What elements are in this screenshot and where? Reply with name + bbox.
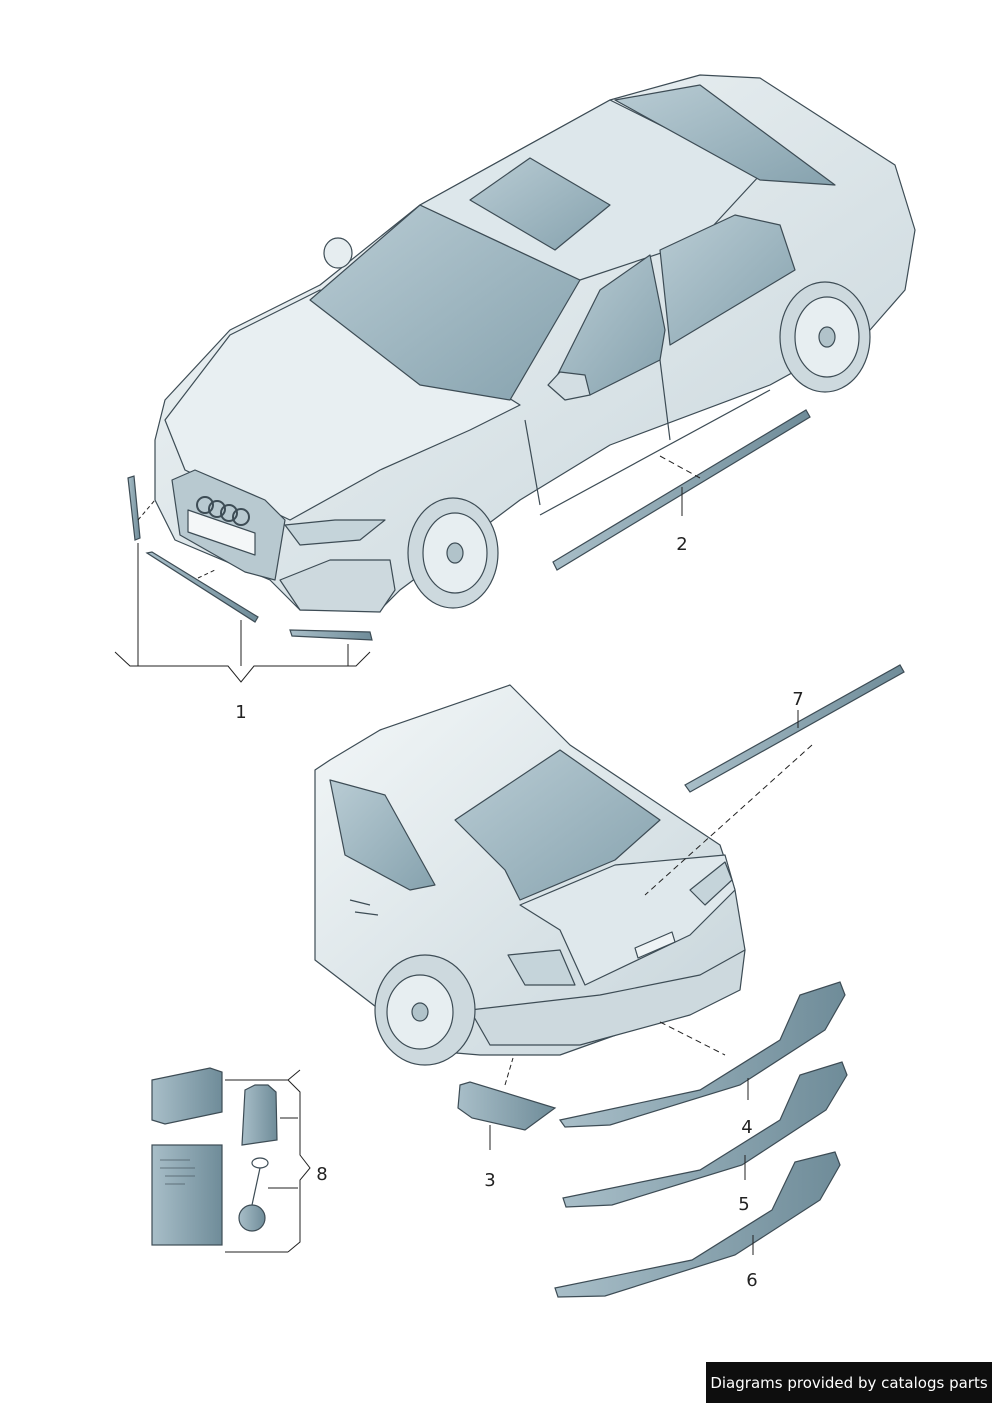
rear-car-rear-window: [454, 749, 661, 901]
callout-1: 1: [235, 702, 246, 723]
front-car-side-window-rear: [659, 214, 796, 346]
front-car-front-wheel: [407, 497, 499, 609]
part-3-deflector[interactable]: [457, 1081, 557, 1131]
part-2-leader: [659, 455, 701, 516]
rear-car-tail-light-right: [689, 861, 733, 906]
kit-tool: [238, 1157, 269, 1232]
kit-sponge: [241, 1084, 278, 1146]
part-7-rear-spoiler[interactable]: [684, 664, 905, 793]
front-car-bumper: [279, 559, 396, 613]
front-car-license-plate: [187, 509, 256, 556]
rear-car-illustration: [314, 684, 746, 1066]
front-car-roof: [419, 99, 761, 281]
part-6-diffuser[interactable]: [554, 1151, 841, 1298]
front-car-windshield: [309, 204, 581, 401]
part-1-left-strip: [127, 475, 141, 541]
callout-5: 5: [738, 1194, 749, 1215]
part-1-front-trim-set[interactable]: [127, 475, 373, 641]
part-8-accessory-kit[interactable]: [151, 1067, 278, 1246]
part-8-bracket: [225, 1069, 311, 1253]
callout-8: 8: [316, 1164, 327, 1185]
credit-banner: Diagrams provided by catalogs parts: [706, 1362, 992, 1403]
front-car-rear-wheel: [779, 281, 871, 393]
rear-car-tail-light-left: [507, 949, 576, 986]
audi-rings-logo: [196, 496, 250, 526]
front-car-illustration: [154, 74, 916, 613]
part-7-leader: [644, 710, 813, 896]
rear-car-trunk: [519, 854, 736, 986]
rear-car-bumper: [469, 949, 746, 1046]
callout-7: 7: [792, 689, 803, 710]
part-1-bracket-lines: [114, 499, 371, 683]
part-5-diffuser[interactable]: [562, 1061, 848, 1208]
front-car-mirror-top: [323, 237, 353, 269]
callout-3: 3: [484, 1170, 495, 1191]
callout-6: 6: [746, 1270, 757, 1291]
callout-4: 4: [741, 1117, 752, 1138]
front-car-rear-window: [614, 84, 836, 186]
callout-labels: 1 2 3 4 5 6 7 8: [235, 534, 803, 1291]
rear-car-side-window: [329, 779, 436, 891]
part-1-right-strip: [289, 629, 373, 641]
front-car-headlight: [284, 519, 386, 546]
credit-text: Diagrams provided by catalogs parts: [710, 1373, 988, 1392]
rear-car-wheel: [374, 954, 476, 1066]
part-4-diffuser[interactable]: [558, 981, 846, 1128]
parts-4-6-leaders: [659, 1021, 754, 1255]
kit-box: [151, 1067, 223, 1125]
kit-manual: [151, 1144, 223, 1246]
front-car-mirror: [547, 371, 591, 401]
callout-2: 2: [676, 534, 687, 555]
front-car-sunroof: [469, 157, 611, 251]
part-1-center-strip: [145, 551, 259, 623]
part-3-leader: [489, 1057, 514, 1150]
